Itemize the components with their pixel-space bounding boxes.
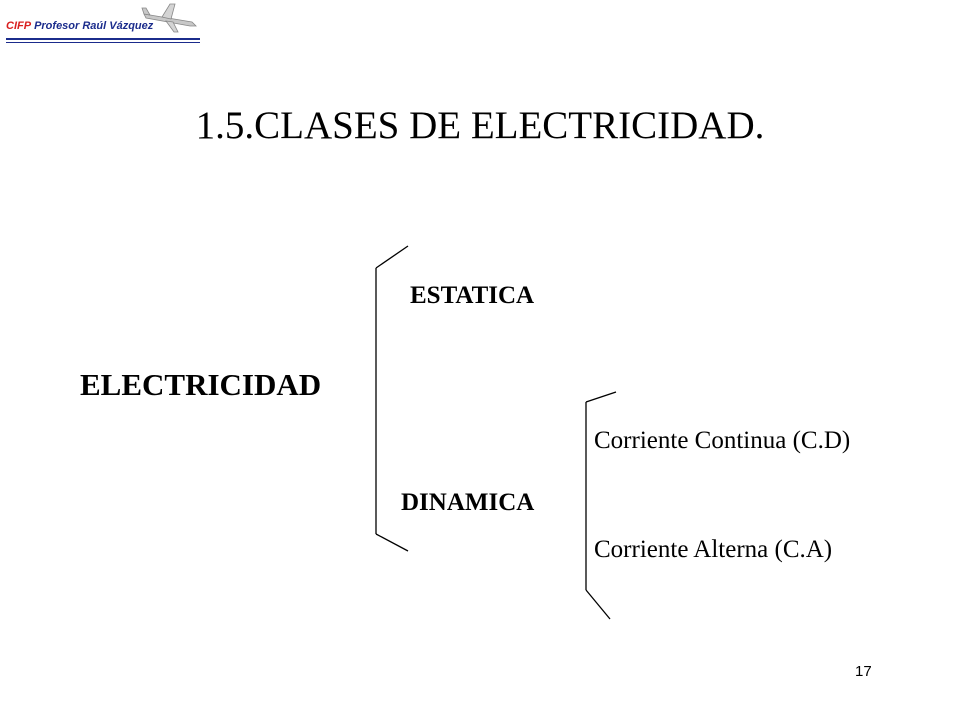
branch-static: ESTATICA <box>410 282 535 309</box>
logo-professor-name: Profesor Raúl Vázquez <box>34 20 154 32</box>
branch-dynamic: DINAMICA <box>401 489 535 516</box>
airplane-icon <box>141 3 197 33</box>
sub-bracket-top <box>585 391 617 403</box>
branch-alternating-current: Corriente Alterna (C.A) <box>594 536 833 563</box>
slide-title: 1.5.CLASES DE ELECTRICIDAD. <box>195 104 765 147</box>
sub-bracket-bottom <box>585 589 611 620</box>
logo-underline <box>6 38 200 40</box>
main-bracket-top <box>375 245 409 269</box>
logo-underline-thin <box>6 42 200 43</box>
main-bracket-bottom <box>375 533 409 552</box>
page-number: 17 <box>855 663 872 680</box>
branch-direct-current: Corriente Continua (C.D) <box>594 427 851 454</box>
root-electricity: ELECTRICIDAD <box>80 367 322 402</box>
logo-cifp: CIFP <box>6 20 32 32</box>
